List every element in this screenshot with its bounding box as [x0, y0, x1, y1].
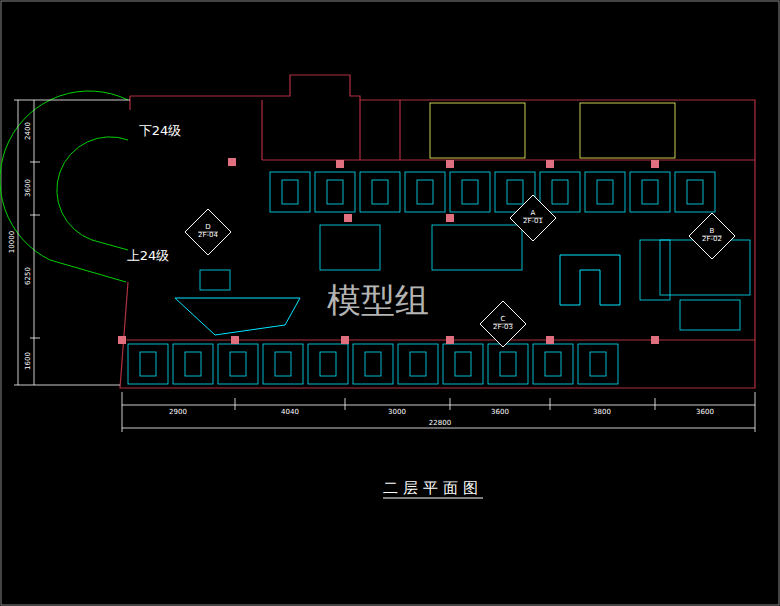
callout-letter: C — [479, 316, 527, 324]
section-callout: A2F-01 — [509, 194, 557, 242]
furniture — [118, 158, 750, 384]
dimension-text: 4040 — [281, 409, 299, 416]
column — [546, 336, 554, 344]
sofa-booth — [443, 344, 483, 384]
dimension-text: 3600 — [25, 179, 32, 197]
callout-letter: D — [184, 224, 232, 232]
table-group — [640, 240, 670, 300]
dimension-text: 3600 — [696, 409, 714, 416]
sofa-booth — [540, 172, 580, 212]
section-callout: B2F-02 — [688, 212, 736, 260]
dimension-text: 6250 — [25, 267, 32, 285]
sofa-booth — [360, 172, 400, 212]
drawing-caption: 二层平面图 — [383, 481, 483, 496]
sheet-number: 2F-04 — [184, 232, 232, 240]
sofa-booth — [578, 344, 618, 384]
stair-note: 下24级 — [139, 124, 182, 137]
sofa-booth — [128, 344, 168, 384]
column — [336, 160, 344, 168]
stairwells — [430, 103, 675, 158]
column — [446, 160, 454, 168]
sofa-booth — [308, 344, 348, 384]
dimension-text: 1600 — [25, 352, 32, 370]
sofa-booth — [585, 172, 625, 212]
sheet-number: 2F-01 — [509, 218, 557, 226]
column — [446, 214, 454, 222]
table-group — [200, 270, 230, 290]
column — [341, 336, 349, 344]
sofa-booth — [630, 172, 670, 212]
sofa-booth — [675, 172, 715, 212]
sofa-booth — [488, 344, 528, 384]
column — [344, 214, 352, 222]
dimension-text: 22800 — [429, 420, 451, 427]
dimension-text: 3800 — [593, 409, 611, 416]
sofa-booth — [173, 344, 213, 384]
column — [651, 336, 659, 344]
walls — [120, 75, 755, 388]
section-callout: D2F-04 — [184, 208, 232, 256]
sofa-booth — [218, 344, 258, 384]
table-group — [680, 300, 740, 330]
spiral-stair — [0, 91, 128, 282]
sofa-booth — [405, 172, 445, 212]
dimension-text: 2400 — [25, 122, 32, 140]
dimension-text: 3600 — [491, 409, 509, 416]
stair-note: 上24级 — [127, 249, 170, 262]
table-group — [320, 225, 380, 270]
sofa-booth — [450, 172, 490, 212]
sofa-booth — [270, 172, 310, 212]
sofa-booth — [533, 344, 573, 384]
sheet-number: 2F-02 — [688, 236, 736, 244]
caption-underline — [383, 498, 483, 499]
column — [546, 160, 554, 168]
dimension-text: 10000 — [9, 231, 16, 253]
column — [118, 336, 126, 344]
u-sofa — [560, 255, 620, 305]
watermark: 模型组 — [327, 283, 429, 317]
callout-letter: B — [688, 228, 736, 236]
column — [446, 336, 454, 344]
bar-counter — [175, 298, 300, 335]
table-group — [432, 225, 522, 270]
sofa-booth — [398, 344, 438, 384]
column — [231, 336, 239, 344]
column — [651, 160, 659, 168]
dimension-lines — [14, 100, 755, 432]
column — [228, 158, 236, 166]
sheet-number: 2F-03 — [479, 324, 527, 332]
sofa-booth — [353, 344, 393, 384]
dimension-text: 3000 — [388, 409, 406, 416]
section-callout: C2F-03 — [479, 300, 527, 348]
sofa-booth — [315, 172, 355, 212]
callout-letter: A — [509, 210, 557, 218]
sofa-booth — [263, 344, 303, 384]
dimension-text: 2900 — [169, 409, 187, 416]
